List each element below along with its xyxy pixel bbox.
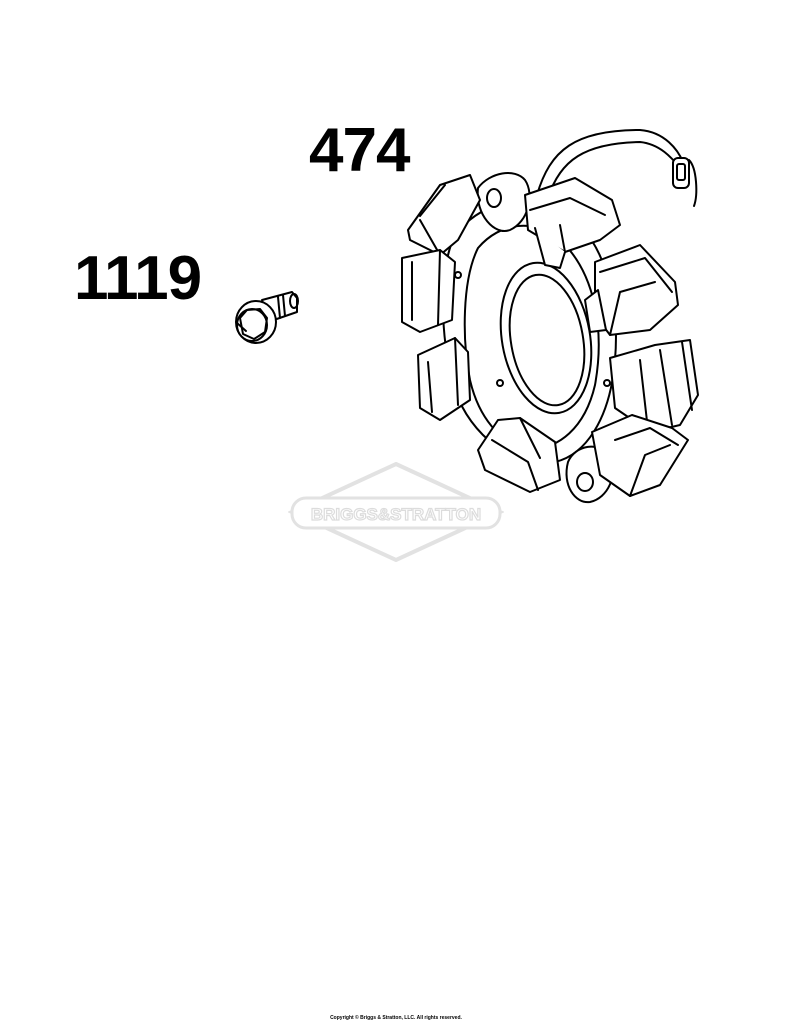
part-number-474: 474 [309, 116, 410, 185]
brand-watermark: BRIGGS&STRATTON [288, 462, 504, 562]
stator-part [401, 129, 699, 504]
screw-part [235, 291, 299, 344]
parts-diagram [235, 129, 699, 504]
copyright-footer: Copyright © Briggs & Stratton, LLC. All … [330, 1015, 462, 1021]
watermark-text: BRIGGS&STRATTON [311, 505, 481, 524]
part-number-1119: 1119 [74, 244, 202, 313]
